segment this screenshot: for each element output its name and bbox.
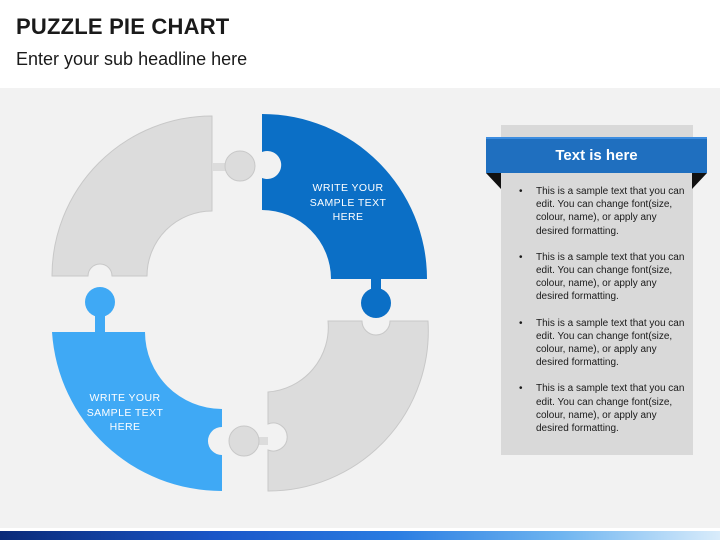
bullet-icon: • xyxy=(519,186,523,197)
page-subtitle: Enter your sub headline here xyxy=(16,49,248,69)
text-panel xyxy=(501,125,693,455)
page-title: PUZZLE PIE CHART xyxy=(16,14,230,39)
bullet-icon: • xyxy=(519,383,523,395)
list-item[interactable]: • This is a sample text that you can edit… xyxy=(508,185,690,238)
piece-label-top-right[interactable]: WRITE YOUR SAMPLE TEXT HERE xyxy=(309,182,387,223)
bullet-icon: • xyxy=(519,317,523,329)
bullet-text: This is a sample text that you can edit.… xyxy=(536,383,685,435)
ribbon-fold-right xyxy=(692,173,707,189)
list-item[interactable]: • This is a sample text that you can edit… xyxy=(508,317,690,370)
ribbon-fold-left xyxy=(486,173,501,189)
list-item[interactable]: • This is a sample text that you can edit… xyxy=(508,382,690,435)
list-item[interactable]: • This is a sample text that you can edit… xyxy=(508,251,690,304)
bullet-text: This is a sample text that you can edit.… xyxy=(536,317,685,369)
piece-label-bottom-left[interactable]: WRITE YOUR SAMPLE TEXT HERE xyxy=(86,392,164,433)
bullet-icon: • xyxy=(519,251,523,263)
footer-gradient-bar xyxy=(0,531,720,540)
text-panel-heading[interactable]: Text is here xyxy=(486,137,707,173)
puzzle-piece-bottom-left[interactable] xyxy=(52,287,222,492)
puzzle-piece-bottom-right[interactable] xyxy=(228,320,429,492)
bullet-text: This is a sample text that you can edit.… xyxy=(536,251,685,303)
puzzle-piece-top-left[interactable] xyxy=(51,115,256,277)
puzzle-piece-top-right[interactable] xyxy=(262,114,427,318)
bullet-text: This is a sample text that you can edit.… xyxy=(536,186,685,237)
bullet-list: • This is a sample text that you can edit… xyxy=(508,185,690,448)
